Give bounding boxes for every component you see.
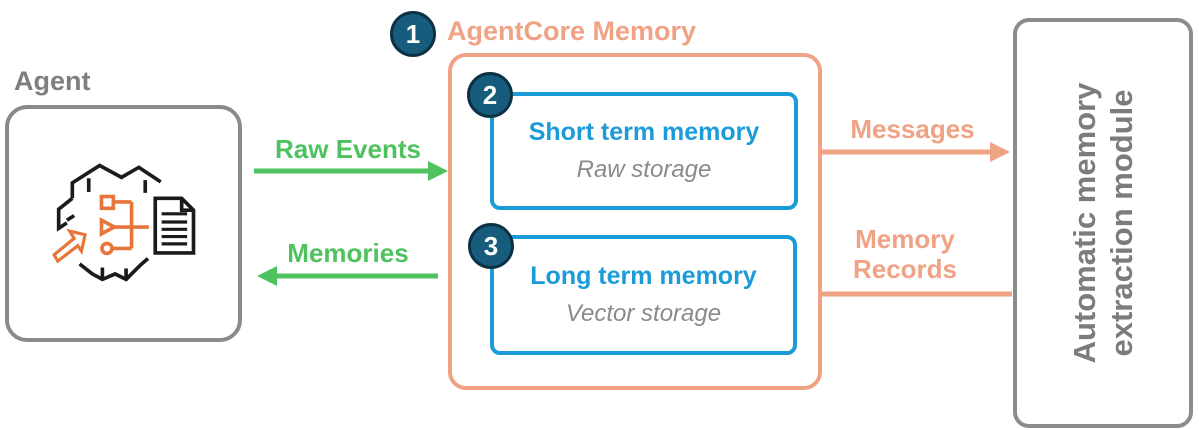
extraction-module-title-line2: extraction module [1104,89,1139,357]
memory-records-arrow [798,284,1012,304]
step-2-badge: 2 [467,72,513,118]
messages-label: Messages [850,114,975,144]
extraction-module-title-line1: Automatic memory [1066,82,1102,364]
short-term-memory-subtitle: Raw storage [576,156,712,183]
step-3-badge: 3 [468,223,514,269]
short-term-memory-box: Short term memory Raw storage [490,92,798,210]
cursor-arrow-icon [52,228,87,264]
flowchart-icon [99,194,149,256]
memory-records-label: Memory Records [852,224,958,285]
step-1-badge: 1 [390,11,436,57]
agent-box [5,105,242,342]
messages-arrow [798,142,1010,162]
long-term-memory-title: Long term memory [530,262,757,290]
agentcore-memory-title: AgentCore Memory [447,16,697,46]
long-term-memory-box: Long term memory Vector storage [490,235,797,355]
memories-label: Memories [287,238,409,268]
raw-events-label: Raw Events [275,134,421,164]
memories-arrow [257,266,438,286]
short-term-memory-title: Short term memory [528,118,760,146]
long-term-memory-subtitle: Vector storage [565,300,722,327]
extraction-module-box [1013,18,1193,428]
document-icon [153,196,196,255]
agent-label: Agent [14,66,91,96]
agent-icon [52,163,196,282]
extraction-module-title: Automatic memory extraction module [1066,83,1140,364]
